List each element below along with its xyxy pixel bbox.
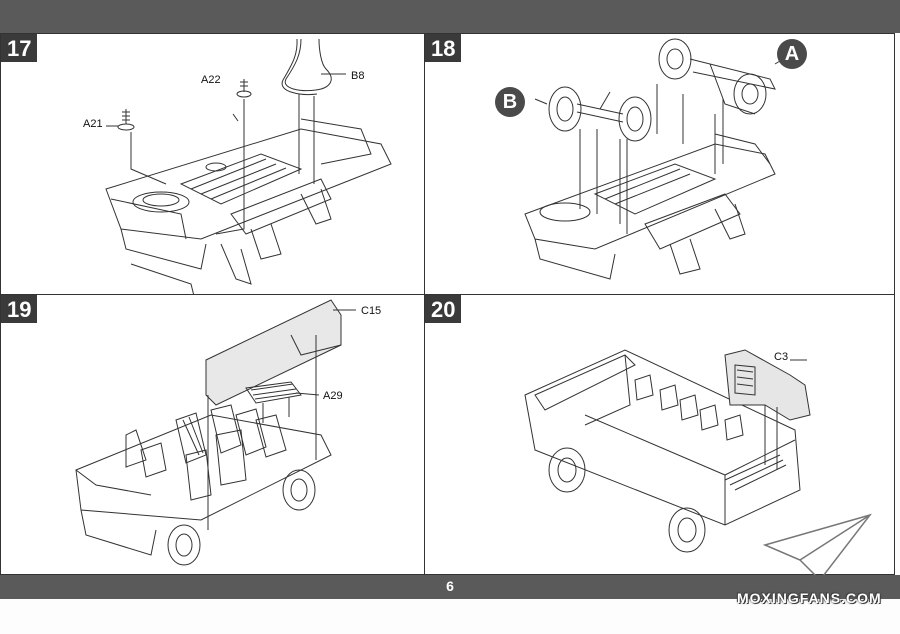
step-number: 19 (1, 295, 38, 323)
subassembly-badge-a: A (777, 39, 807, 69)
part-label-a22: A22 (201, 74, 221, 86)
chassis-diagram (105, 38, 392, 296)
watermark-plane-logo (762, 513, 872, 576)
step-20-panel: 20 (424, 294, 895, 576)
step-number: 18 (425, 34, 462, 62)
watermark-text: MOXINGFANS.COM (737, 590, 882, 606)
part-label-a29: A29 (323, 390, 343, 402)
rear-panel-diagram (524, 349, 872, 576)
subassembly-badge-b: B (495, 87, 525, 117)
part-label-a21: A21 (83, 118, 103, 130)
step-18-panel: 18 (424, 33, 895, 295)
step-19-panel: 19 (0, 294, 425, 575)
step-number: 20 (425, 295, 462, 323)
footer-bar (0, 575, 900, 599)
step-17-panel: 17 (0, 33, 425, 296)
header-bar (0, 0, 900, 33)
page-number: 6 (446, 578, 454, 594)
seats-roof-diagram (75, 299, 356, 566)
step-number: 17 (1, 34, 38, 62)
part-label-c15: C15 (361, 305, 382, 317)
part-label-b8: B8 (351, 70, 365, 82)
chassis-axle-diagram (524, 38, 786, 280)
part-label-c3: C3 (774, 351, 789, 363)
